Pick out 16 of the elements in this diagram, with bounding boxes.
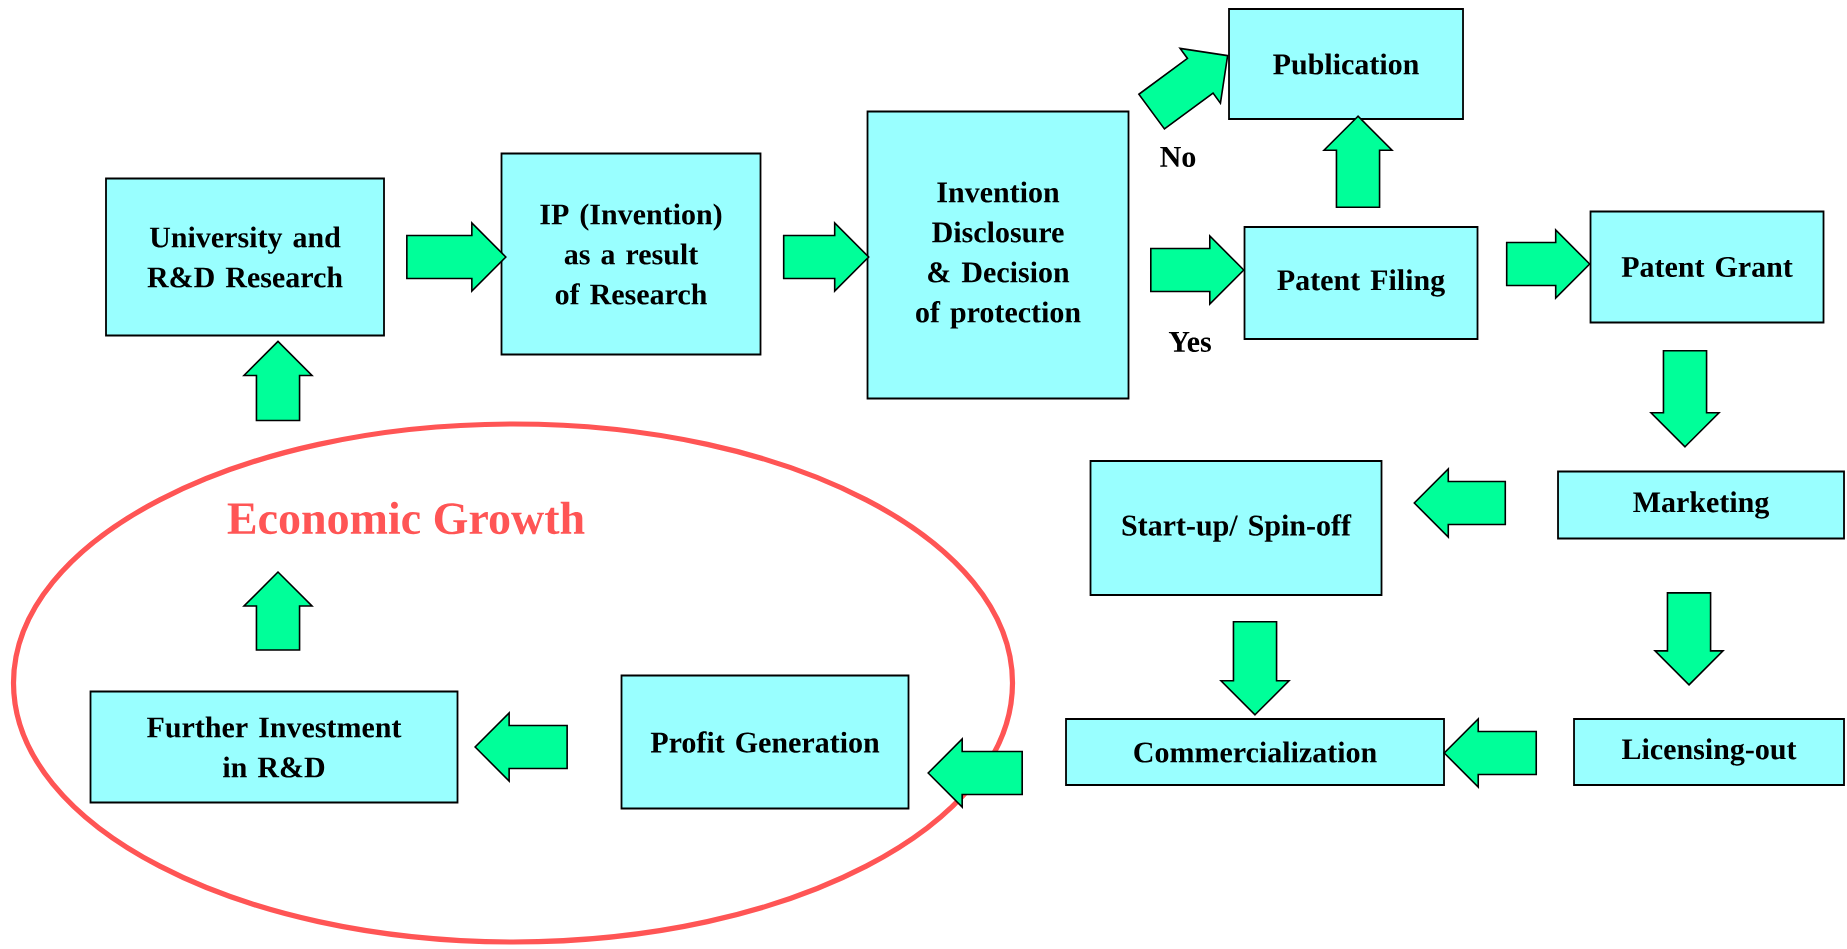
process-box: Further Investment in R&D [89,690,459,804]
edge-label: Yes [1168,332,1211,352]
heading: Economic Growth [227,501,585,535]
process-box: IP (Invention) as a result of Research [500,152,762,356]
process-box: Profit Generation [620,674,910,810]
process-box: Marketing [1557,470,1845,540]
process-box: Patent Filing [1243,226,1479,340]
process-box: Commercialization [1065,718,1445,786]
process-box: Publication [1228,8,1464,120]
process-box: Start-up/ Spin-off [1089,460,1383,596]
process-box: Licensing-out [1573,718,1845,786]
block-arrow [1137,47,1229,131]
edge-label: No [1160,147,1196,167]
process-box: Patent Grant [1589,210,1825,324]
process-box: Invention Disclosure & Decision of protection [866,110,1130,400]
process-box: University and R&D Research [105,177,385,337]
